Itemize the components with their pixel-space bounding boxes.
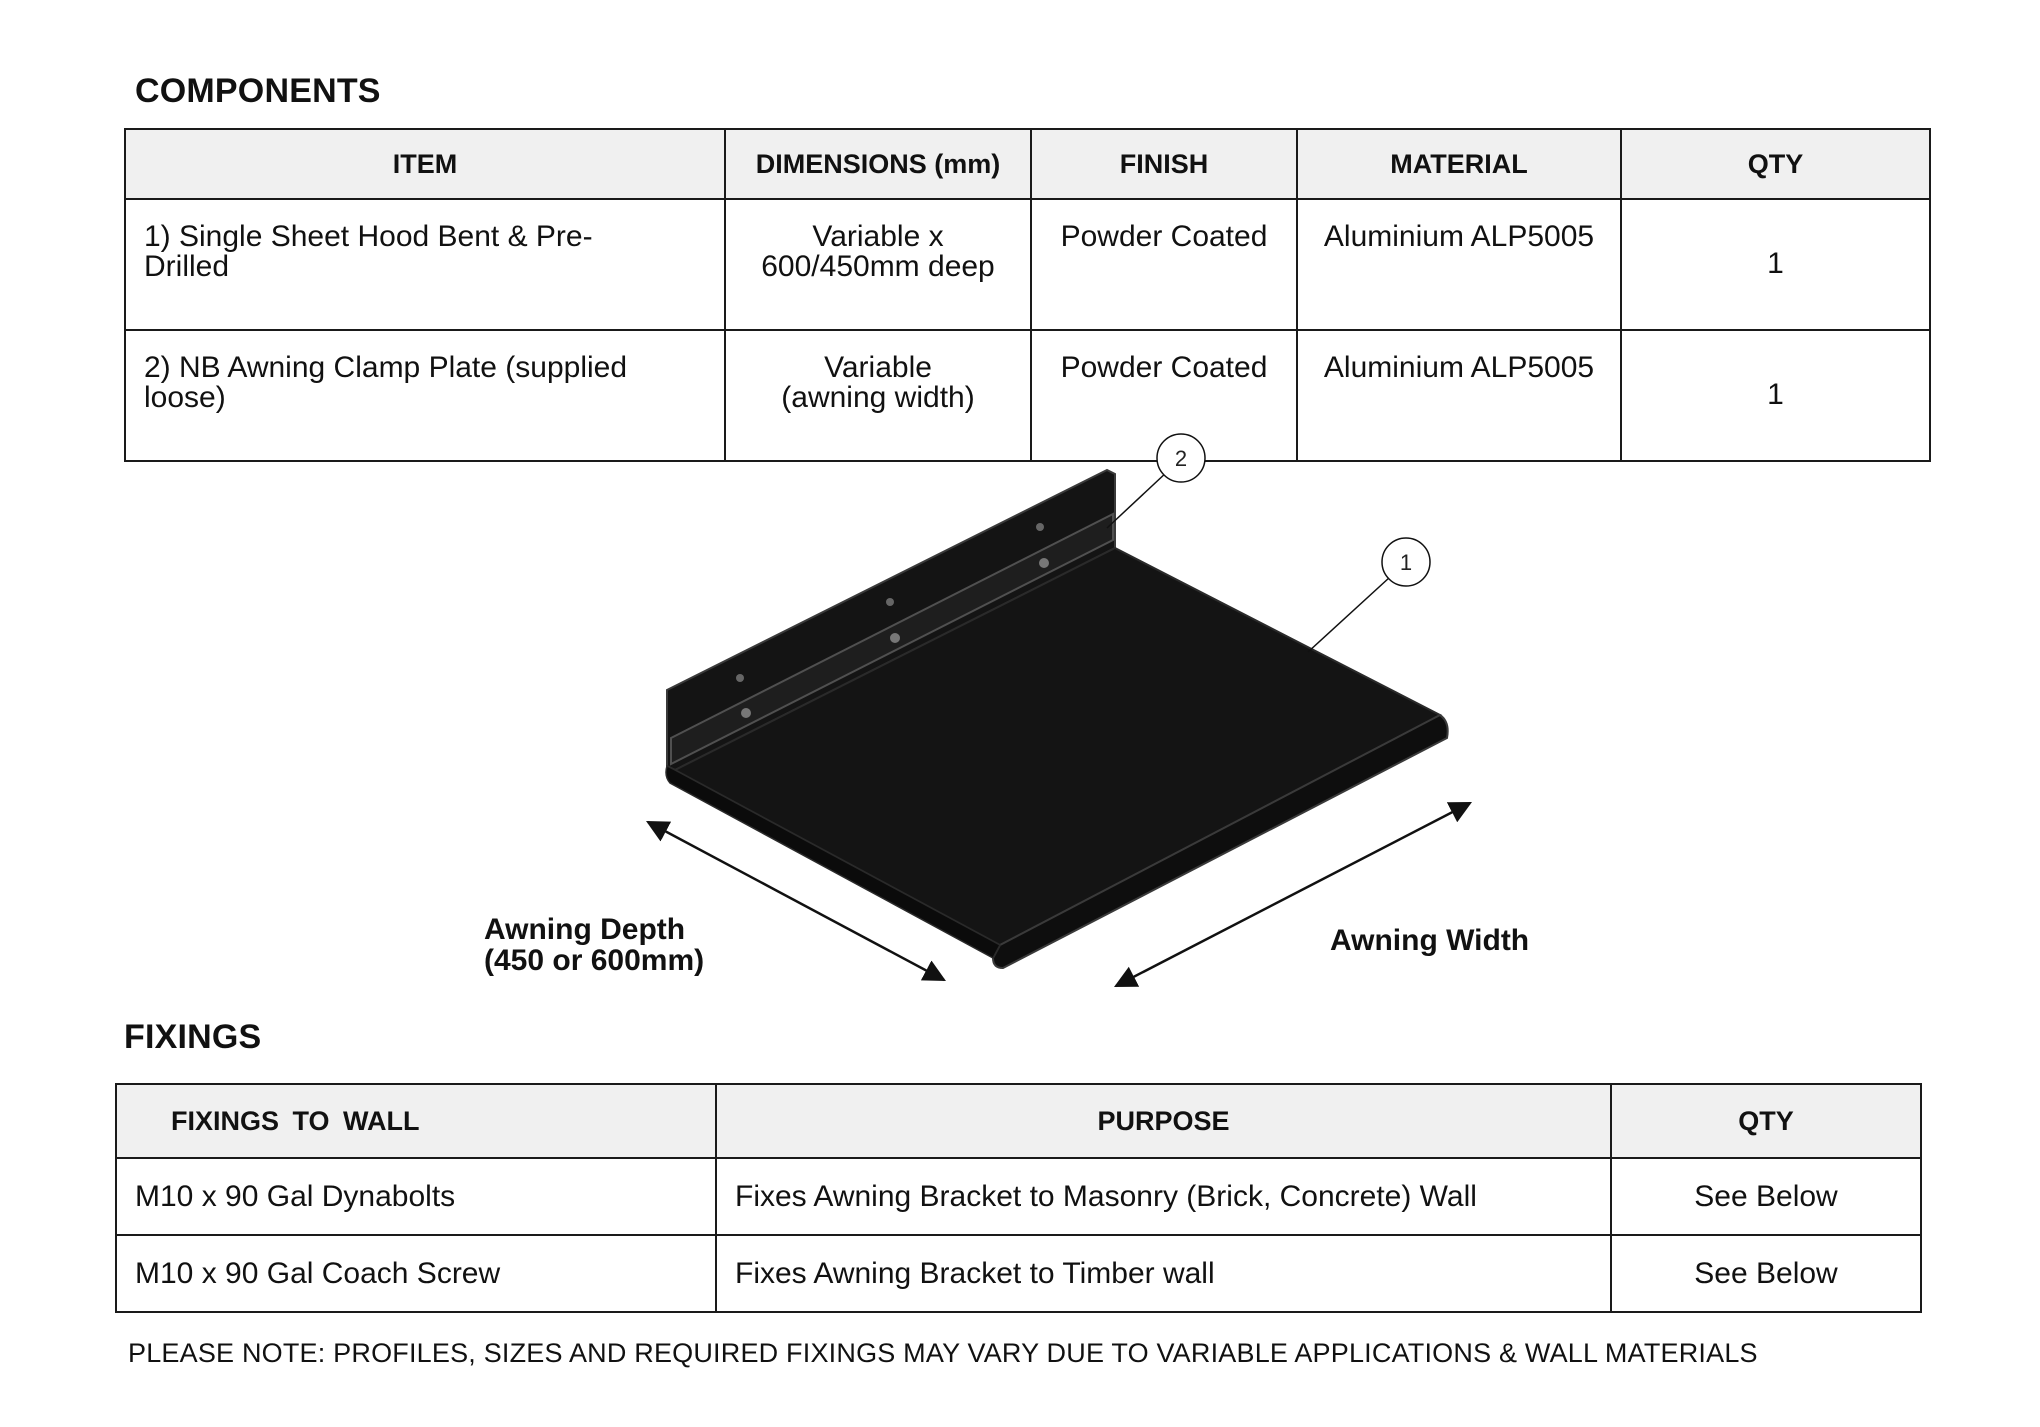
material-cell: Aluminium ALP5005 — [1296, 329, 1622, 462]
column-header-finish: FINISH — [1030, 128, 1298, 200]
dimensions-text-line: 600/450mm deep — [761, 250, 995, 283]
callout-2-label: 2 — [1175, 446, 1187, 471]
fixings-table: FIXINGS TO WALL PURPOSE QTY M10 x 90 Gal… — [115, 1083, 1922, 1313]
dimensions-text-line: Variable — [824, 351, 932, 384]
column-header-fixings-to-wall: FIXINGS TO WALL — [115, 1083, 717, 1159]
item-text-line: 1) Single Sheet Hood Bent & Pre- — [144, 220, 593, 253]
awning-sheet — [672, 546, 1443, 947]
clamp-hole — [741, 708, 751, 718]
column-header-qty: QTY — [1610, 1083, 1922, 1159]
fixing-cell: M10 x 90 Gal Dynabolts — [115, 1157, 717, 1236]
dimensions-text-line: (awning width) — [781, 381, 975, 414]
flange-hole — [736, 674, 744, 682]
clamp-hole — [890, 633, 900, 643]
width-dimension-arrow — [1114, 801, 1472, 988]
purpose-cell: Fixes Awning Bracket to Masonry (Brick, … — [715, 1157, 1612, 1236]
table-row: M10 x 90 Gal Dynabolts Fixes Awning Brac… — [115, 1157, 1922, 1236]
column-header-material: MATERIAL — [1296, 128, 1622, 200]
table-row: M10 x 90 Gal Coach Screw Fixes Awning Br… — [115, 1234, 1922, 1313]
qty-cell: 1 — [1620, 198, 1931, 331]
clamp-hole — [1039, 558, 1049, 568]
item-text-line: loose) — [144, 381, 226, 414]
table-row: 1) Single Sheet Hood Bent & Pre- Drilled… — [124, 198, 1931, 331]
fixings-heading: FIXINGS — [124, 1018, 262, 1056]
qty-cell: 1 — [1620, 329, 1931, 462]
depth-label-line2: (450 or 600mm) — [484, 944, 704, 977]
flange-hole — [886, 598, 894, 606]
please-note: PLEASE NOTE: PROFILES, SIZES AND REQUIRE… — [128, 1338, 1758, 1368]
fixings-header-row: FIXINGS TO WALL PURPOSE QTY — [115, 1083, 1922, 1159]
column-header-purpose: PURPOSE — [715, 1083, 1612, 1159]
components-heading: COMPONENTS — [135, 72, 381, 110]
callout-1-circle — [1381, 537, 1431, 587]
finish-cell: Powder Coated — [1030, 198, 1298, 331]
qty-cell: See Below — [1610, 1157, 1922, 1236]
callout-2-leader — [1106, 470, 1169, 529]
fixing-cell: M10 x 90 Gal Coach Screw — [115, 1234, 717, 1313]
components-header-row: ITEM DIMENSIONS (mm) FINISH MATERIAL QTY — [124, 128, 1931, 200]
depth-label-line1: Awning Depth — [484, 913, 685, 946]
finish-cell: Powder Coated — [1030, 329, 1298, 462]
width-label: Awning Width — [1330, 924, 1529, 957]
item-text-line: Drilled — [144, 250, 230, 283]
column-header-item: ITEM — [124, 128, 726, 200]
column-header-qty: QTY — [1620, 128, 1931, 200]
callout-1-label: 1 — [1400, 550, 1412, 575]
table-row: 2) NB Awning Clamp Plate (supplied loose… — [124, 329, 1931, 462]
qty-cell: See Below — [1610, 1234, 1922, 1313]
dimensions-cell: Variable (awning width) — [724, 329, 1032, 462]
column-header-dimensions: DIMENSIONS (mm) — [724, 128, 1032, 200]
item-cell: 1) Single Sheet Hood Bent & Pre- Drilled — [124, 198, 726, 331]
callout-2-circle — [1156, 433, 1206, 483]
purpose-cell: Fixes Awning Bracket to Timber wall — [715, 1234, 1612, 1313]
components-table: ITEM DIMENSIONS (mm) FINISH MATERIAL QTY… — [124, 128, 1931, 462]
flange-hole — [1036, 523, 1044, 531]
item-text-line: 2) NB Awning Clamp Plate (supplied — [144, 351, 628, 384]
material-cell: Aluminium ALP5005 — [1296, 198, 1622, 331]
item-cell: 2) NB Awning Clamp Plate (supplied loose… — [124, 329, 726, 462]
depth-dimension-arrow — [646, 820, 946, 982]
callout-1-leader — [1307, 576, 1391, 653]
dimensions-text-line: Variable x — [812, 220, 944, 253]
dimensions-cell: Variable x 600/450mm deep — [724, 198, 1032, 331]
